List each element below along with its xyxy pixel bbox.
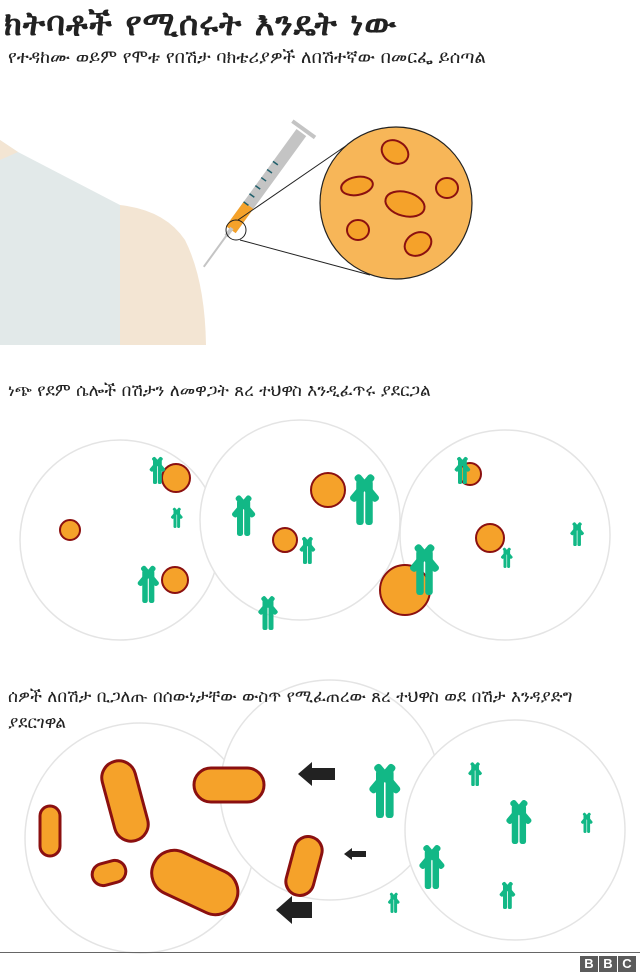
logo-letter: B [580, 956, 598, 972]
bbc-logo: B B C [580, 956, 636, 972]
footer-divider [0, 952, 640, 953]
step-2-caption: ሰዎች ለበሽታ ቢጋለጡ በሰውነታቸው ውስጥ የሚፈጠረው ጸረ ተህዋስ… [8, 687, 573, 733]
white-blood-cell-icon [19, 419, 611, 641]
magnifier-circle-icon [319, 126, 473, 280]
logo-letter: C [618, 956, 636, 972]
step-1-caption: ነጭ የደም ሴሎች በሽታን ለመዋጋት ጸረ ተህዋስ እንዲፈጥሩ ያደር… [8, 381, 431, 401]
syringe-icon [202, 119, 317, 268]
logo-letter: B [599, 956, 617, 972]
bacteria-icon [340, 139, 459, 257]
page-title: ክትባቶች የሚሰሩት እንዴት ነው [4, 4, 398, 43]
arrow-left-icon [276, 762, 366, 924]
bacteria-group [38, 759, 324, 917]
page-subtitle: የተዳከሙ ወይም የሞቱ የበሽታ ባክቴሪያዎች ለበሽተኛው በመርፌ ይ… [8, 47, 486, 68]
magnify-focus-icon [225, 219, 247, 241]
shoulder-icon [0, 140, 206, 345]
